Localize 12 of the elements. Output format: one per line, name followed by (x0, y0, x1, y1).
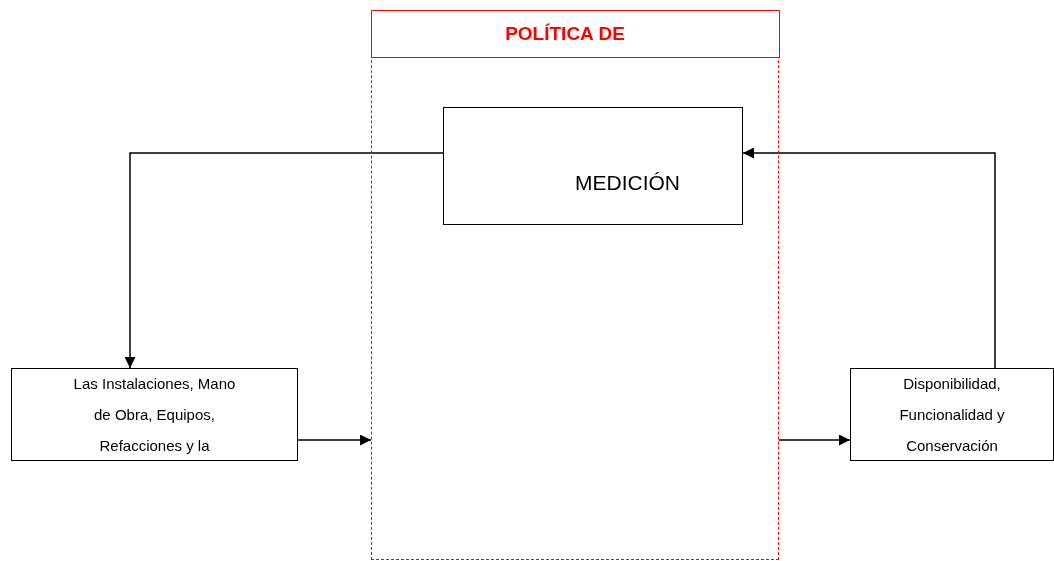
arrow (742, 147, 996, 369)
box-label: Las Instalaciones, Mano de Obra, Equipos, Refacciones y la (72, 374, 237, 456)
arrow (778, 434, 851, 446)
panel-heading: POLÍTICA DE (505, 22, 625, 45)
process-box (442, 106, 743, 225)
process-box (850, 368, 1054, 461)
box-label: MEDICIÓN (575, 170, 680, 195)
dashed-policy-area (371, 10, 779, 560)
arrow (124, 152, 444, 369)
box-label: Disponibilidad, Funcionalidad y Conservación (898, 374, 1006, 456)
arrow (297, 434, 372, 446)
process-box (11, 368, 298, 461)
